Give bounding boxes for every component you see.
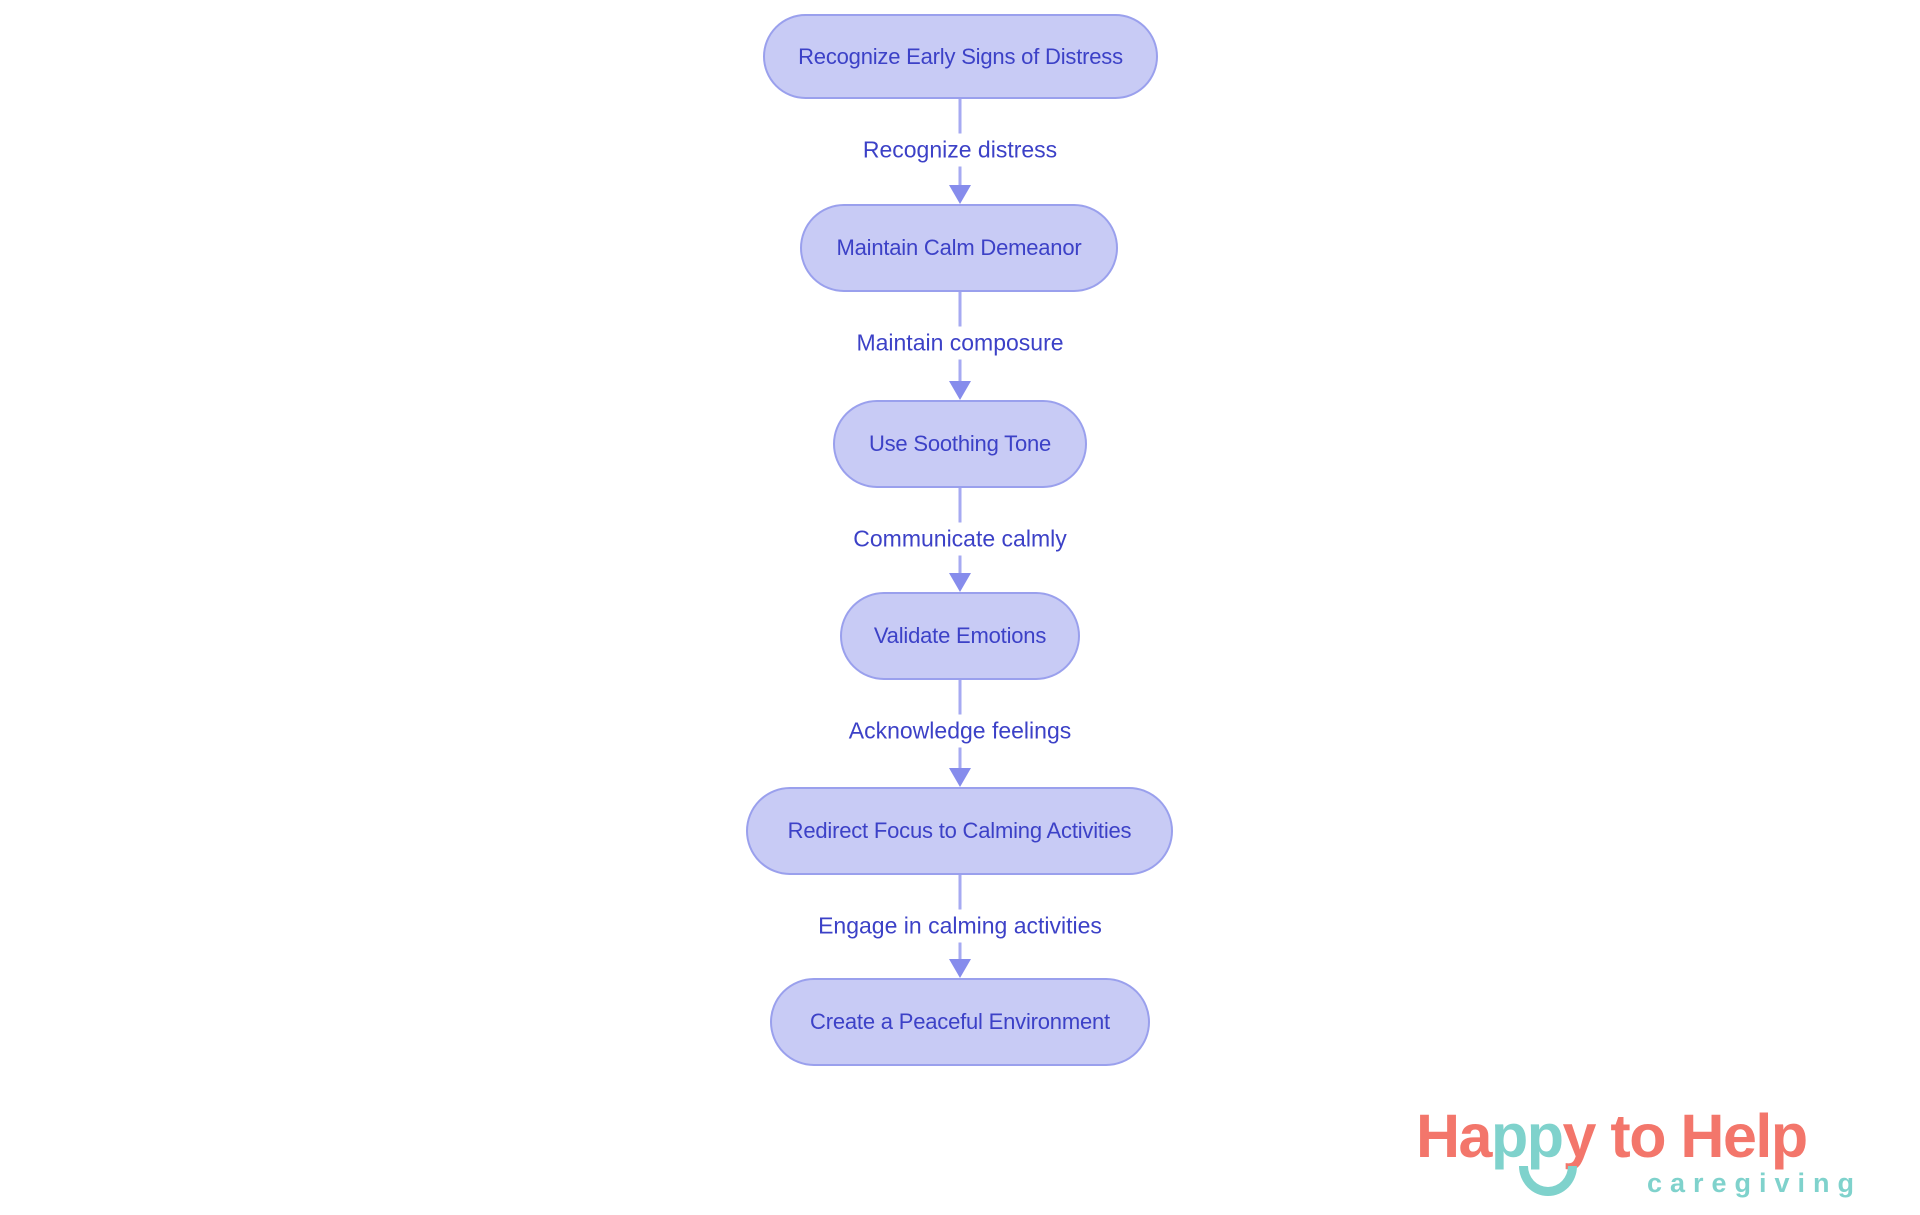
arrow-down-icon [949,573,971,592]
flow-node-label: Maintain Calm Demeanor [836,235,1082,260]
flow-node-redirect-focus: Redirect Focus to Calming Activities [746,787,1173,875]
logo-text-coral: y to Help [1562,1102,1809,1170]
edge-label: Recognize distress [856,133,1064,167]
flow-node-label: Create a Peaceful Environment [810,1009,1110,1034]
flow-edge-4: Acknowledge feelings [842,680,1078,787]
flow-edge-1: Recognize distress [849,99,1071,204]
flow-edge-3: Communicate calmly [847,488,1073,592]
flow-node-label: Redirect Focus to Calming Activities [787,818,1132,843]
flow-node-soothing-tone: Use Soothing Tone [833,400,1087,488]
smile-icon [1519,1166,1577,1196]
flow-edge-5: Engage in calming activities [812,875,1108,978]
arrow-down-icon [949,381,971,400]
arrow-down-icon [949,768,971,787]
flow-edge-2: Maintain composure [849,292,1071,400]
arrow-down-icon [949,959,971,978]
flow-node-label: Validate Emotions [873,623,1047,648]
logo-wordmark: Happy to Help [1416,1104,1864,1168]
flow-node-recognize-distress: Recognize Early Signs of Distress [763,14,1158,99]
happy-to-help-logo: Happy to Help caregiving [1416,1104,1864,1209]
flow-node-label: Recognize Early Signs of Distress [798,43,1123,69]
flow-node-label: Use Soothing Tone [868,431,1052,456]
flow-node-validate-emotions: Validate Emotions [840,592,1080,680]
edge-label: Maintain composure [850,326,1070,360]
logo-text-coral: Ha [1416,1102,1492,1170]
edge-label: Engage in calming activities [812,909,1108,943]
logo-text-teal: pp [1490,1102,1564,1170]
logo-tagline: caregiving [1646,1168,1862,1198]
flow-node-maintain-calm: Maintain Calm Demeanor [800,204,1118,292]
arrow-down-icon [949,185,971,204]
edge-label: Communicate calmly [847,522,1073,556]
flow-node-peaceful-environment: Create a Peaceful Environment [770,978,1150,1066]
edge-label: Acknowledge feelings [842,714,1078,748]
